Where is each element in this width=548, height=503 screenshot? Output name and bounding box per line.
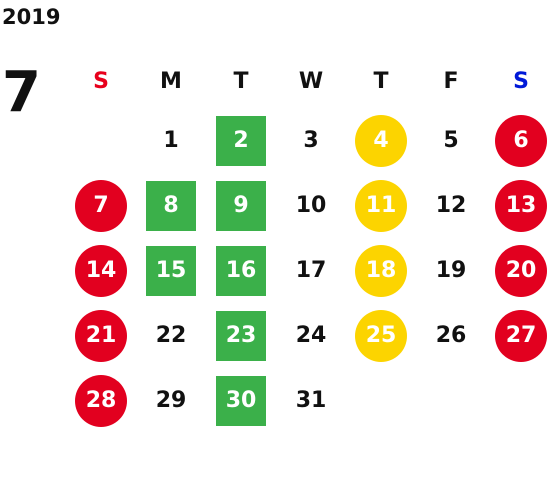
day-cell: 3 — [276, 108, 346, 173]
weekday-saturday: S — [513, 68, 529, 94]
day-number-red: 6 — [495, 114, 547, 167]
weekday-thursday: T — [373, 68, 389, 94]
day-cell: 16 — [206, 238, 276, 303]
day-cell: 13 — [486, 173, 548, 238]
day-cell: 24 — [276, 303, 346, 368]
day-number-yellow: 18 — [355, 244, 407, 297]
day-number — [495, 375, 547, 427]
day-cell: 21 — [66, 303, 136, 368]
month-label: 7 — [2, 60, 41, 125]
day-number: 22 — [155, 323, 187, 348]
day-cell: 4 — [346, 108, 416, 173]
day-number: 3 — [303, 128, 319, 153]
day-cell: 30 — [206, 368, 276, 433]
day-number: 24 — [295, 323, 327, 348]
day-number: 29 — [155, 388, 187, 413]
day-cell: 1 — [136, 108, 206, 173]
day-number-yellow: 4 — [355, 114, 407, 167]
day-cell: 15 — [136, 238, 206, 303]
day-number — [425, 375, 477, 427]
day-cell-empty — [346, 368, 416, 433]
day-number-red: 13 — [495, 179, 547, 232]
day-cell-empty — [486, 368, 548, 433]
day-cell: 29 — [136, 368, 206, 433]
day-cell: 20 — [486, 238, 548, 303]
day-cell: 18 — [346, 238, 416, 303]
day-cell: 12 — [416, 173, 486, 238]
day-cell: 11 — [346, 173, 416, 238]
day-number: 26 — [435, 323, 467, 348]
day-number-green: 30 — [216, 375, 266, 426]
day-number-green: 16 — [216, 245, 266, 296]
weekday-monday: M — [160, 68, 182, 94]
day-cell: 2 — [206, 108, 276, 173]
day-cell: 7 — [66, 173, 136, 238]
day-cell: 14 — [66, 238, 136, 303]
day-cell: 19 — [416, 238, 486, 303]
day-cell: 28 — [66, 368, 136, 433]
day-cell-empty — [416, 368, 486, 433]
day-number: 17 — [295, 258, 327, 283]
day-number-green: 8 — [146, 180, 196, 231]
day-number-green: 2 — [216, 115, 266, 166]
day-number-green: 15 — [146, 245, 196, 296]
day-cell: 9 — [206, 173, 276, 238]
day-cell: 26 — [416, 303, 486, 368]
day-number: 19 — [435, 258, 467, 283]
day-number-red: 28 — [75, 374, 127, 427]
day-cell-empty — [66, 108, 136, 173]
day-cell: 31 — [276, 368, 346, 433]
day-number — [75, 115, 127, 167]
day-number: 1 — [163, 128, 179, 153]
day-cell: 6 — [486, 108, 548, 173]
day-number: 5 — [443, 128, 459, 153]
day-number-red: 7 — [75, 179, 127, 232]
day-number-green: 23 — [216, 310, 266, 361]
day-number-red: 27 — [495, 309, 547, 362]
day-cell: 22 — [136, 303, 206, 368]
weekday-wednesday: W — [298, 68, 324, 94]
year-label: 2019 — [2, 5, 61, 29]
weekday-friday: F — [443, 68, 459, 94]
day-number-yellow: 11 — [355, 179, 407, 232]
day-cell: 5 — [416, 108, 486, 173]
day-cell: 17 — [276, 238, 346, 303]
day-number: 12 — [435, 193, 467, 218]
calendar-grid: S M T W T F S 1 2 3 4 5 6 7 8 9 10 11 12… — [66, 54, 548, 433]
day-number-yellow: 25 — [355, 309, 407, 362]
day-cell: 8 — [136, 173, 206, 238]
day-cell: 10 — [276, 173, 346, 238]
day-number — [355, 375, 407, 427]
day-number-green: 9 — [216, 180, 266, 231]
day-number-red: 20 — [495, 244, 547, 297]
weekday-sunday: S — [93, 68, 109, 94]
day-number-red: 21 — [75, 309, 127, 362]
day-number-red: 14 — [75, 244, 127, 297]
day-number: 31 — [295, 388, 327, 413]
day-cell: 27 — [486, 303, 548, 368]
day-cell: 23 — [206, 303, 276, 368]
weekday-tuesday: T — [233, 68, 249, 94]
day-number: 10 — [295, 193, 327, 218]
day-cell: 25 — [346, 303, 416, 368]
